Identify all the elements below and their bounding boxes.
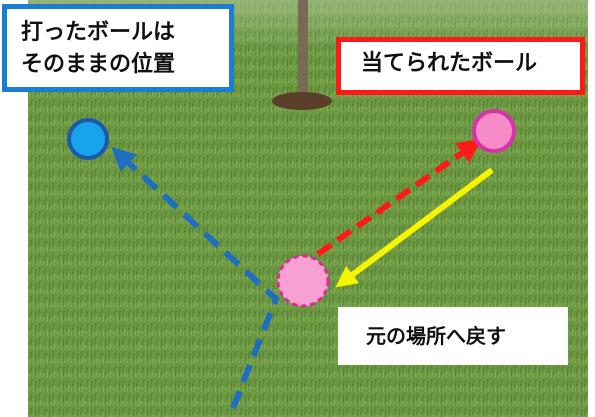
dashed-pink-ball-icon (276, 254, 330, 308)
tree-trunk (298, 0, 308, 96)
hit-ball-path (111, 146, 280, 410)
struck-ball-path (316, 139, 482, 257)
return-arrow (335, 167, 494, 288)
blue-ball-icon (67, 118, 109, 160)
struck-ball-callout: 当てられたボール (336, 37, 585, 95)
pink-ball-icon (472, 109, 516, 153)
hit-ball-label-line2: そのままの位置 (21, 52, 176, 77)
return-spot-callout: 元の場所へ戻す (338, 307, 568, 365)
struck-ball-label: 当てられたボール (361, 51, 538, 76)
hit-ball-label-line1: 打ったボールは (21, 20, 176, 45)
return-spot-label: 元の場所へ戻す (366, 324, 506, 348)
hit-ball-callout: 打ったボールは そのままの位置 (2, 4, 234, 92)
tree-base-soil (272, 92, 332, 110)
